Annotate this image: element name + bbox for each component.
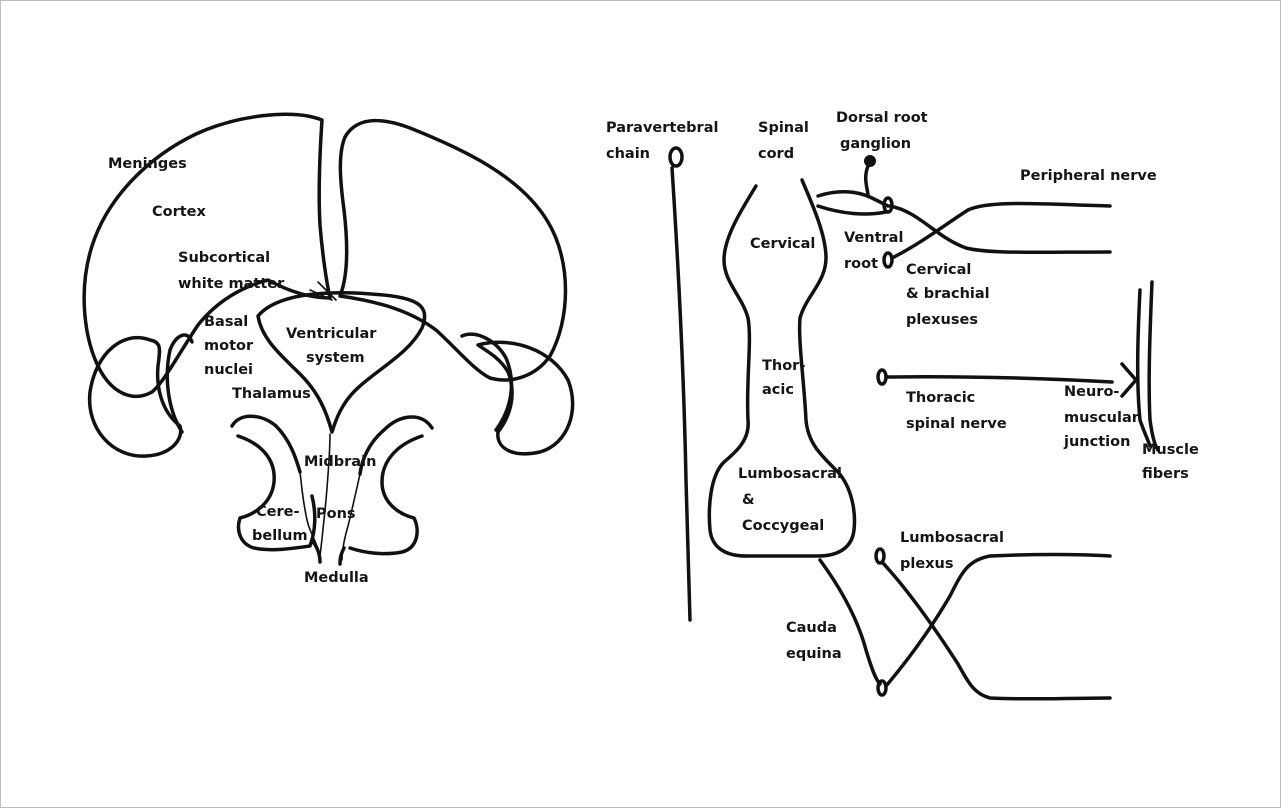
spinal-cord-label-line1: Spinal bbox=[758, 120, 809, 136]
pons-divider bbox=[320, 434, 330, 556]
drg-stalk bbox=[866, 166, 868, 194]
spinal-cord-label-line2: cord bbox=[758, 146, 794, 162]
lumbosacral-label-line1: Lumbosacral bbox=[738, 466, 842, 482]
nmj-label-line1: Neuro- bbox=[1064, 384, 1119, 400]
muscle-fibers-label-line1: Muscle bbox=[1142, 442, 1199, 458]
subcortical-label-line1: Subcortical bbox=[178, 250, 270, 266]
muscle-fiber-2 bbox=[1149, 282, 1158, 450]
right-temporal-lobe bbox=[478, 342, 573, 453]
dorsal-root bbox=[818, 192, 888, 206]
meninges-label: Meninges bbox=[108, 156, 187, 172]
plexus-upper-nerve bbox=[890, 206, 1110, 252]
ventral-root-label-line1: Ventral bbox=[844, 230, 903, 246]
cerebellum-label-line1: Cere- bbox=[256, 504, 299, 520]
plexus-label-line3: plexuses bbox=[906, 312, 978, 328]
lumbosacral-nerve-upper bbox=[886, 555, 1110, 687]
lumbosacral-plexus-label-line2: plexus bbox=[900, 556, 954, 572]
subcortical-label-line2: white matter bbox=[178, 276, 285, 292]
cauda-equina-label-line2: equina bbox=[786, 646, 842, 662]
drg-label-line2: ganglion bbox=[840, 136, 911, 152]
thalamus-label: Thalamus bbox=[232, 386, 311, 402]
medulla-left bbox=[312, 540, 320, 562]
plexus-root-ring bbox=[884, 253, 892, 267]
left-thalamus-shell bbox=[232, 416, 300, 472]
basal-label-line3: nuclei bbox=[204, 362, 253, 378]
lumbosacral-plexus-label-line1: Lumbosacral bbox=[900, 530, 1004, 546]
lumbosacral-label-line3: Coccygeal bbox=[742, 518, 824, 534]
basal-label-line1: Basal bbox=[204, 314, 248, 330]
paravertebral-label-line1: Paravertebral bbox=[606, 120, 718, 136]
thoracic-spinal-nerve bbox=[886, 377, 1112, 382]
thoracic-label-line1: Thor- bbox=[762, 358, 805, 374]
muscle-fibers-label-line2: fibers bbox=[1142, 466, 1189, 482]
basal-label-line2: motor bbox=[204, 338, 254, 354]
cortex-label: Cortex bbox=[152, 204, 207, 220]
thoracic-nerve-label-line1: Thoracic bbox=[906, 390, 975, 406]
plexus-label-line2: & brachial bbox=[906, 286, 990, 302]
midbrain-label: Midbrain bbox=[304, 454, 376, 470]
cerebellum-label-line2: bellum bbox=[252, 528, 308, 544]
peripheral-nerve-label: Peripheral nerve bbox=[1020, 168, 1157, 184]
pons-label: Pons bbox=[316, 506, 356, 522]
dorsal-root-ganglion bbox=[864, 155, 876, 167]
lumbosacral-label-line2: & bbox=[742, 492, 755, 508]
paravertebral-chain-line bbox=[672, 168, 690, 620]
medulla-right bbox=[340, 548, 344, 564]
ventricular-label-line1: Ventricular bbox=[286, 326, 377, 342]
cauda-equina-label-line1: Cauda bbox=[786, 620, 837, 636]
medulla-label: Medulla bbox=[304, 570, 369, 586]
neuromuscular-junction bbox=[1122, 364, 1136, 396]
cauda-root-ring bbox=[878, 681, 886, 695]
drg-label-line1: Dorsal root bbox=[836, 110, 928, 126]
ventricular-label-line2: system bbox=[306, 350, 365, 366]
nmj-label-line3: junction bbox=[1063, 434, 1130, 450]
ventral-root-label-line2: root bbox=[844, 256, 878, 272]
ventral-root bbox=[818, 206, 886, 214]
thoracic-nerve-label-line2: spinal nerve bbox=[906, 416, 1007, 432]
paravertebral-ganglion bbox=[670, 148, 682, 166]
plexus-lower-nerve bbox=[892, 204, 1110, 259]
plexus-label-line1: Cervical bbox=[906, 262, 971, 278]
thoracic-label-line2: acic bbox=[762, 382, 794, 398]
paravertebral-label-line2: chain bbox=[606, 146, 650, 162]
cervical-label: Cervical bbox=[750, 236, 815, 252]
right-temporal-hook bbox=[462, 334, 511, 430]
nmj-label-line2: muscular bbox=[1064, 410, 1140, 426]
lumbosacral-nerve-lower bbox=[882, 562, 1110, 699]
